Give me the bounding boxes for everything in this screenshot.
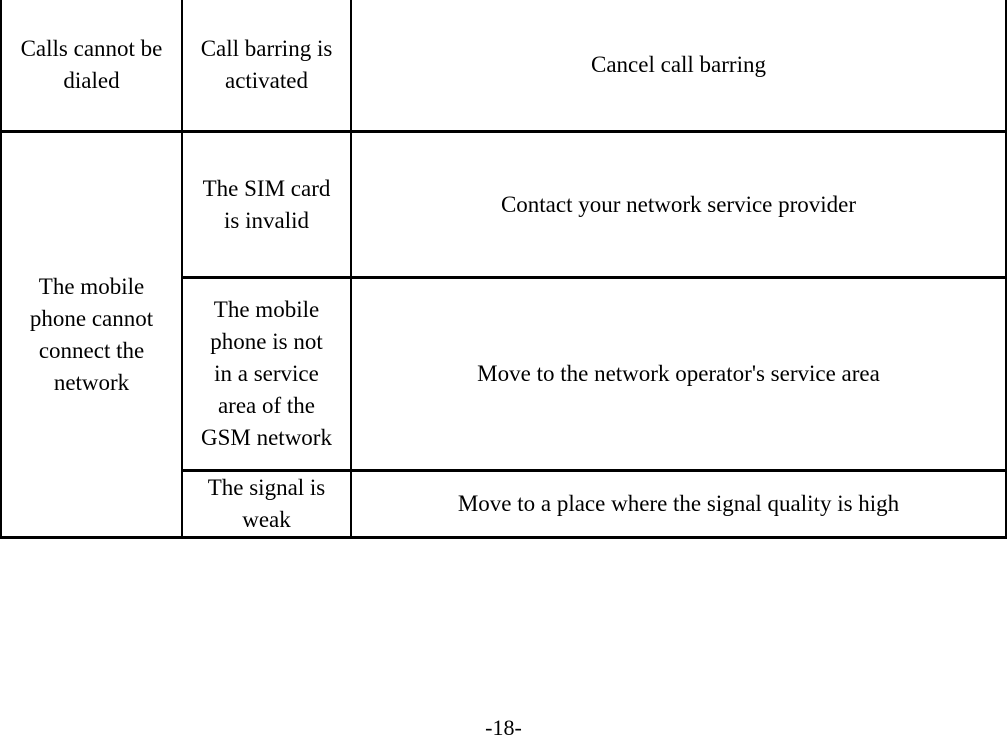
problem-cell-merged: The mobile phone cannot connect the netw…	[0, 130, 183, 539]
cause-cell: The mobile phone is not in a service are…	[181, 276, 352, 472]
table-row: The signal is weak Move to a place where…	[1, 469, 1007, 539]
problem-cell: Calls cannot be dialed	[0, 0, 183, 133]
cause-cell: The signal is weak	[181, 469, 352, 539]
table-row: Calls cannot be dialed Call barring is a…	[0, 0, 1007, 133]
cause-cell: The SIM card is invalid	[181, 130, 352, 279]
table-row: The mobile phone is not in a service are…	[1, 276, 1007, 472]
solution-cell: Cancel call barring	[350, 0, 1007, 133]
solution-cell: Move to the network operator's service a…	[350, 276, 1007, 472]
cause-cell: Call barring is activated	[181, 0, 352, 133]
solution-cell: Move to a place where the signal quality…	[350, 469, 1007, 539]
solution-cell: Contact your network service provider	[350, 130, 1007, 279]
table-row: The mobile phone cannot connect the netw…	[0, 130, 1007, 539]
page-number: -18-	[485, 715, 522, 740]
troubleshooting-table: Calls cannot be dialed Call barring is a…	[0, 0, 1007, 539]
